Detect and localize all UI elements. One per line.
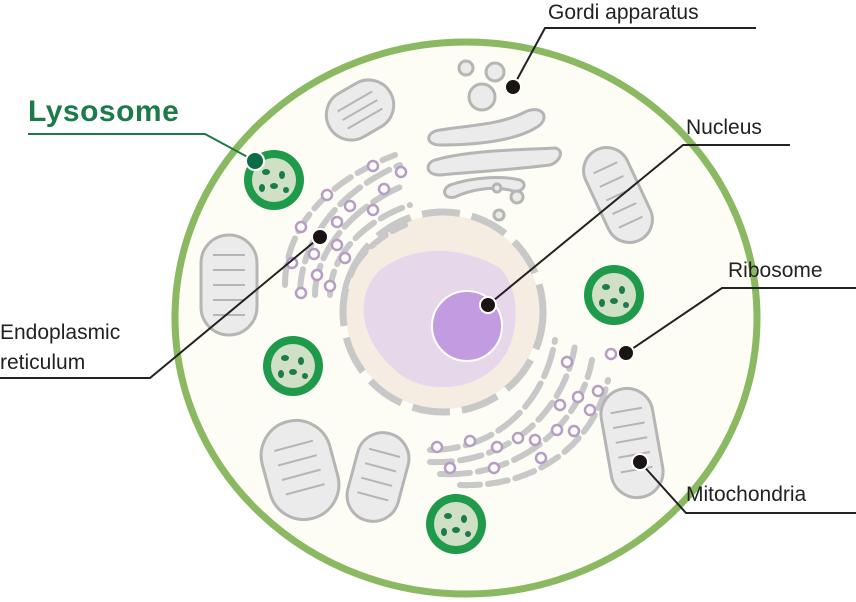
golgi-apparatus (426, 59, 562, 222)
lysosome (263, 336, 323, 396)
lysosome (584, 265, 644, 325)
leader-dots (245, 78, 649, 471)
nucleus-leader (487, 144, 790, 306)
lysosome (426, 494, 486, 554)
ribosome-leader (625, 287, 856, 354)
lysosome-leader (28, 133, 256, 162)
er-leader (0, 236, 321, 379)
ribosome-label: Ribosome (728, 259, 823, 282)
nucleus (339, 208, 547, 416)
endoplasmic-reticulum-lower (427, 337, 611, 489)
golgi-leader (512, 27, 756, 88)
er-ribosomes (285, 159, 408, 300)
er-ribosomes-lower (430, 347, 618, 475)
golgi-label: Gordi apparatus (548, 1, 699, 24)
er-label-line2: reticulum (0, 351, 86, 374)
mitochondria (199, 78, 665, 523)
nucleus-label: Nucleus (686, 116, 762, 139)
lysosome-label: Lysosome (28, 95, 180, 128)
mitochondria-label: Mitochondria (686, 483, 807, 506)
mitochondria-leader (639, 461, 856, 514)
er-label-line1: Endoplasmic (0, 321, 121, 344)
leader-lines (0, 27, 856, 514)
